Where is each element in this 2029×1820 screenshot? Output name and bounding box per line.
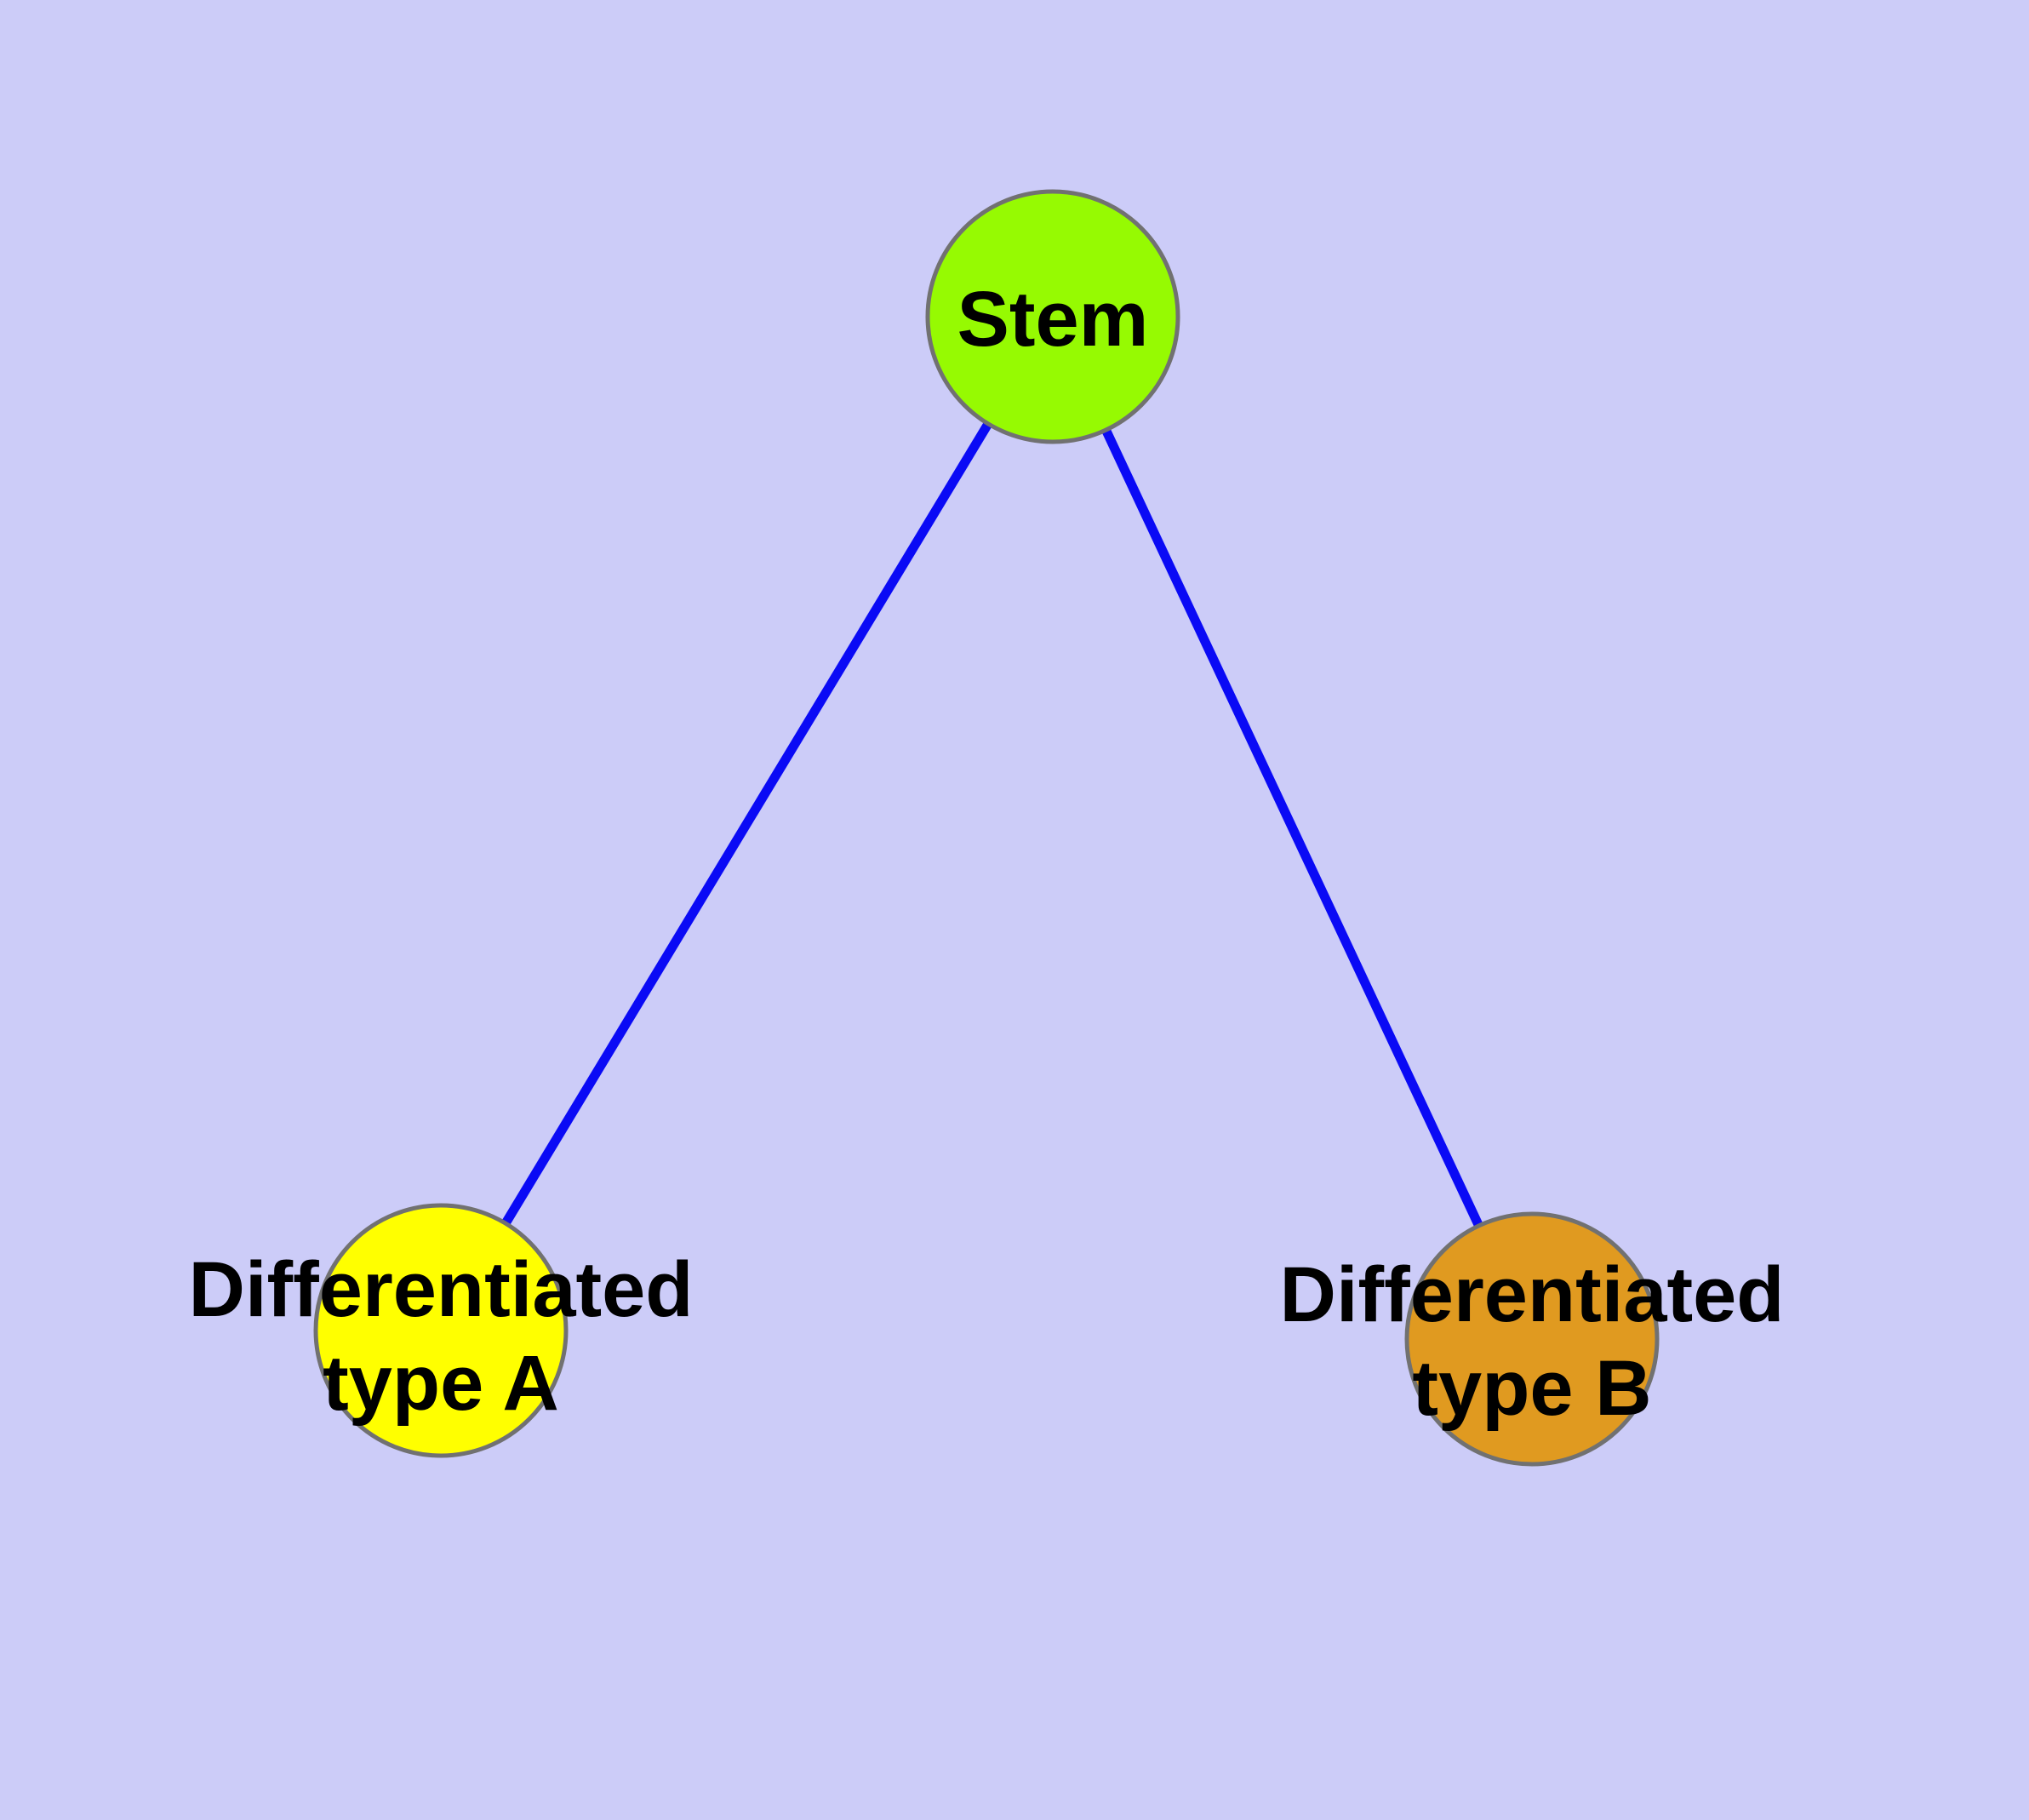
node-type-a-label-line-2: type A (323, 1340, 559, 1427)
edge-stem-to-type-b (1049, 314, 1536, 1342)
node-type-a-label-line-1: Differentiated (189, 1246, 694, 1333)
node-type-b-label-line-1: Differentiated (1280, 1251, 1785, 1338)
node-type-b-label-line-2: type B (1412, 1345, 1651, 1432)
node-stem-circle (925, 189, 1180, 444)
node-type-a-circle (313, 1203, 569, 1458)
edge-stem-to-type-a (437, 314, 1057, 1333)
node-type-b-circle (1404, 1211, 1660, 1467)
node-stem-label: Stem (957, 276, 1149, 363)
